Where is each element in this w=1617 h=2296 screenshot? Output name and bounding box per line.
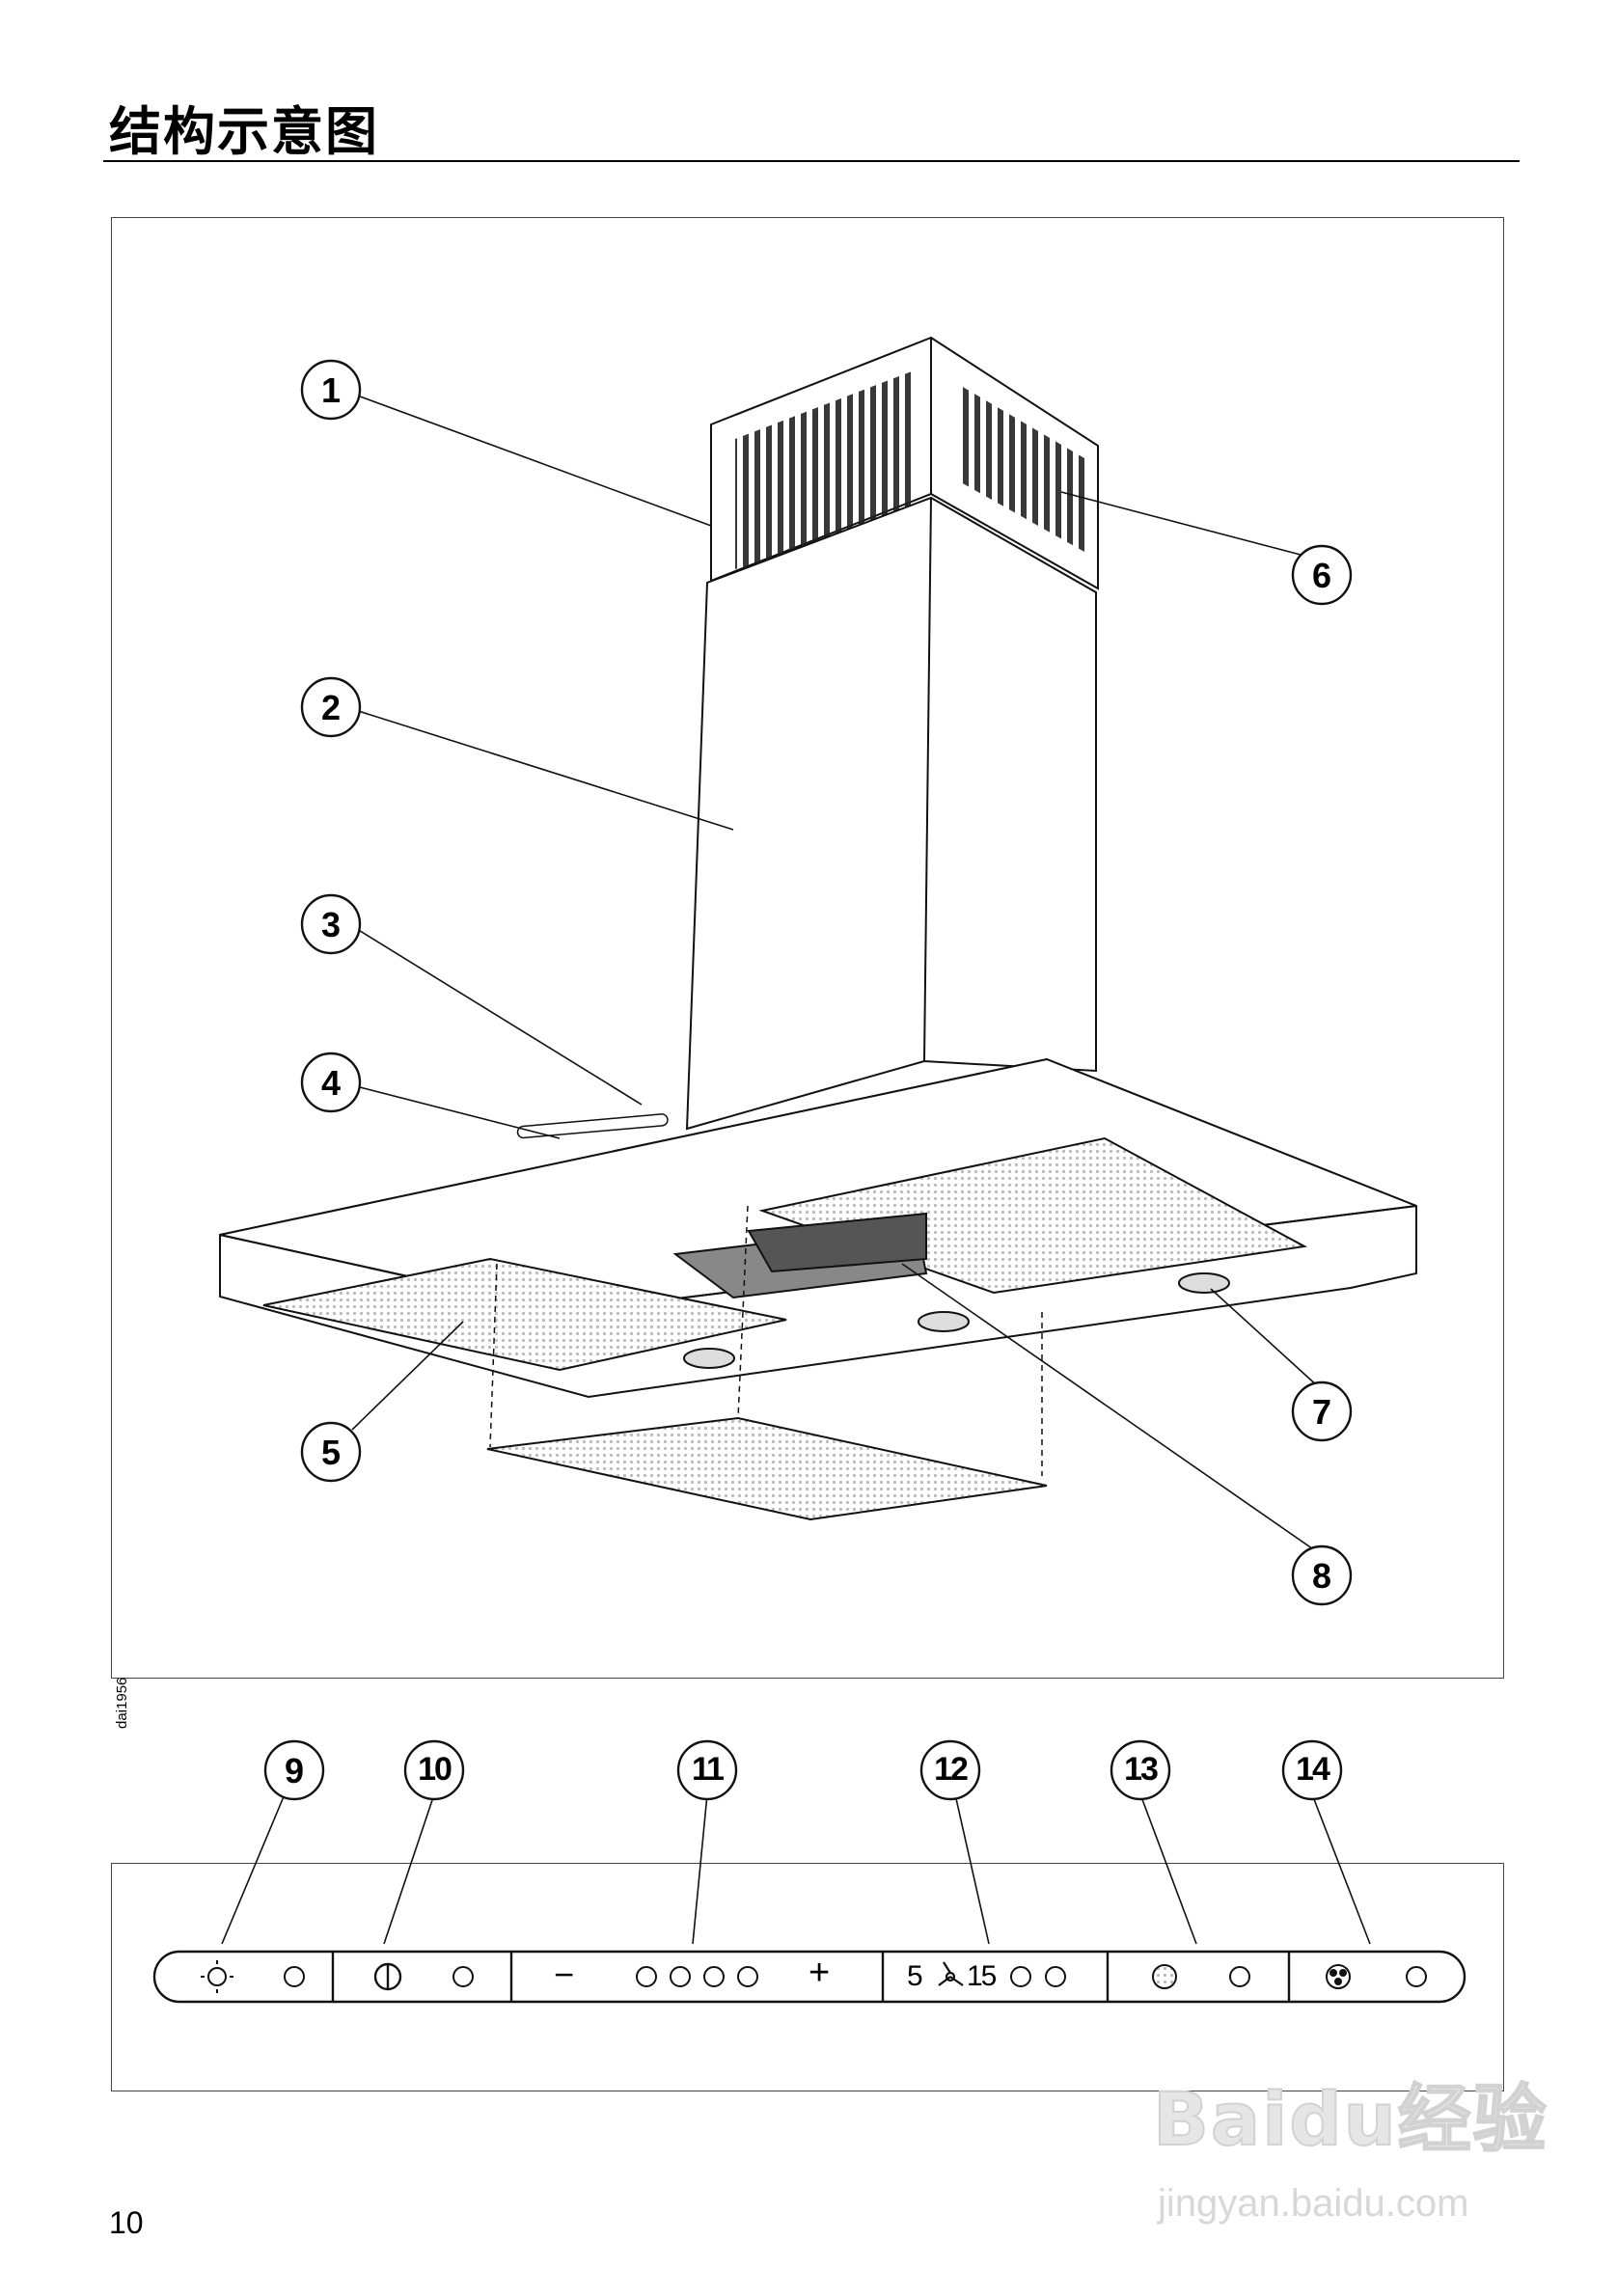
control-strip [152, 1950, 1466, 2004]
callout-6: 6 [1311, 556, 1332, 595]
minus-symbol: − [554, 1954, 575, 1994]
lights [683, 1272, 1230, 1369]
watermark-url: jingyan.baidu.com [1158, 2182, 1469, 2225]
odour-filter-icon [1326, 1964, 1351, 1989]
motor-area [672, 1212, 928, 1299]
figure-frame [111, 217, 1504, 1679]
power-led-icon [452, 1966, 474, 1987]
grease-filter-led-icon [1229, 1966, 1250, 1987]
chimney-lower [685, 496, 1097, 1131]
control-panel-frame [111, 1863, 1504, 2091]
page-number: 10 [109, 2205, 144, 2240]
panel-leaders [221, 1793, 1371, 1945]
title-rule [103, 160, 1520, 162]
watermark-logo: Baidu经验 [1152, 2075, 1548, 2163]
callout-4: 4 [320, 1063, 342, 1103]
timer-high-label: 15 [967, 1960, 997, 1992]
light-icon [201, 1960, 233, 1993]
power-icon [373, 1962, 402, 1991]
callout-12: 12 [934, 1751, 969, 1788]
timer-fan-icon [938, 1961, 964, 1986]
front-controls [516, 1113, 669, 1139]
callout-11: 11 [692, 1751, 725, 1788]
callout-3: 3 [320, 905, 342, 944]
callout-2: 2 [320, 688, 342, 727]
light-led-icon [284, 1966, 305, 1987]
filter-removed [486, 1416, 1048, 1521]
callout-circles [263, 359, 1353, 1801]
filter-left [262, 1257, 787, 1372]
callout-1: 1 [320, 370, 342, 410]
callout-10: 10 [418, 1751, 452, 1788]
timer-led-15-icon [1045, 1966, 1066, 1987]
callout-7: 7 [1311, 1392, 1332, 1432]
fan-level-leds [636, 1966, 758, 1987]
chimney-upper [710, 336, 1099, 590]
callout-5: 5 [320, 1433, 342, 1472]
dashed-guides [489, 1205, 1043, 1476]
callout-8: 8 [1311, 1556, 1332, 1596]
callout-9: 9 [284, 1751, 305, 1790]
timer-low-label: 5 [907, 1960, 923, 1992]
leader-lines [351, 393, 1320, 1554]
callout-13: 13 [1124, 1751, 1159, 1788]
page-title: 结构示意图 [109, 101, 379, 162]
callout-14: 14 [1296, 1751, 1330, 1788]
odour-filter-led-icon [1406, 1966, 1427, 1987]
timer-led-5-icon [1010, 1966, 1031, 1987]
grease-filter-icon [1152, 1964, 1177, 1989]
plus-symbol: + [808, 1953, 831, 1993]
